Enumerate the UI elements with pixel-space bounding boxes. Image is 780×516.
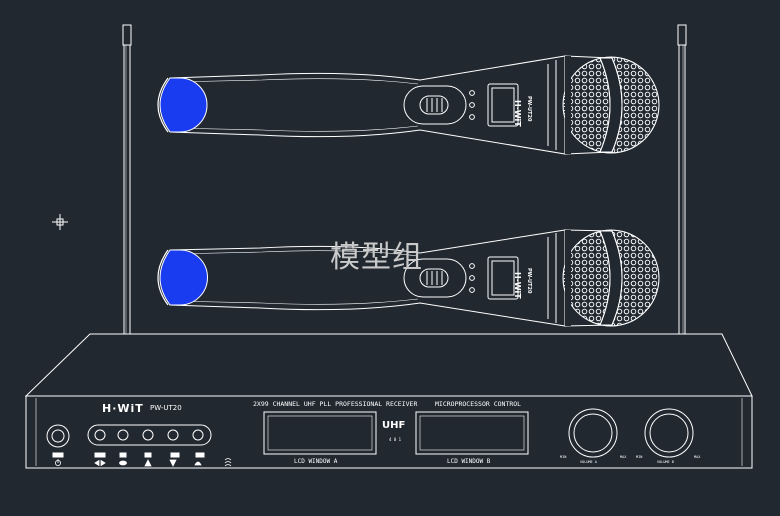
microphone-2 [157,229,660,327]
mic-2-model: PW-UT20 [526,268,532,294]
volume-a-label: VOLUME A [580,460,597,464]
volume-knob-a [568,408,618,458]
receiver-title: 2X99 CHANNEL UHF PLL PROFESSIONAL RECEIV… [253,400,418,408]
uhf-sublabel: 4 0 1 [389,437,402,442]
lcd-window-b [415,411,529,455]
mic-cap-blue-icon [159,249,208,306]
receiver-unit [24,333,753,469]
volume-knob-b [644,408,694,458]
lcd-a-label: LCD WINDOW A [294,458,338,465]
uhf-label: UHF [382,420,406,431]
control-button-strip [87,424,212,458]
antenna-right [677,24,687,336]
lcd-b-label: LCD WINDOW B [447,458,491,465]
mic-2-brand: H·WiT [513,272,522,299]
knob-b-max-label: MAX [694,455,701,459]
receiver-brand: H·WiT [102,402,144,415]
knob-a-min-label: MIN [560,455,567,459]
mic-1-model: PW-UT20 [526,96,532,122]
knob-a-max-label: MAX [620,455,627,459]
lcd-window-a [263,411,377,455]
mic-1-brand: H·WiT [513,100,522,127]
microphone-1 [157,55,660,155]
knob-b-min-label: MIN [636,455,643,459]
antenna-left [122,24,132,336]
button-glyphs [55,458,232,467]
crosshair-cursor-icon [52,214,68,230]
power-button [46,424,70,458]
mic-cap-blue-icon [159,77,208,133]
volume-b-label: VOLUME B [657,460,674,464]
watermark-text: 模型组 [330,240,423,275]
receiver-model: PW-UT20 [150,404,182,412]
receiver-subtitle: MICROPROCESSOR CONTROL [435,400,522,408]
